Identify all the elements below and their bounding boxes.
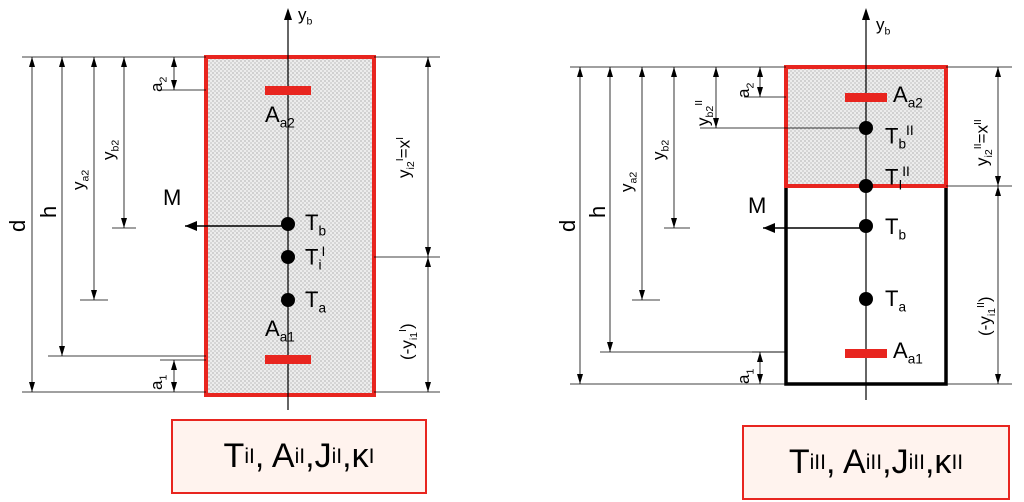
left-steel-bottom xyxy=(265,355,311,364)
right-label-aa1: Aa1 xyxy=(893,338,923,367)
left-point-tb xyxy=(281,217,295,231)
left-label-ti: TiI xyxy=(305,244,326,273)
left-steel-top xyxy=(265,86,311,95)
left-dim-h: h xyxy=(36,205,61,218)
left-dim-ya2: ya2 xyxy=(69,169,92,190)
left-label-tb: Tb xyxy=(305,210,327,239)
right-dim-yi2: yi2II=xII xyxy=(972,119,996,166)
right-steel-top xyxy=(845,93,887,102)
right-point-tb xyxy=(859,219,873,233)
right-dim-yi1: (-yi1II) xyxy=(975,296,999,336)
left-point-ti xyxy=(281,250,295,264)
right-dim-a1: a1 xyxy=(734,368,757,384)
left-dim-a2: a2 xyxy=(147,76,170,92)
left-label-ta: Ta xyxy=(305,287,327,316)
left-label-aa2: Aa2 xyxy=(265,102,295,131)
right-axis-arrow xyxy=(862,8,870,20)
left-dim-yb2: yb2 xyxy=(99,139,122,160)
left-dim-yi1: (-yi1I) xyxy=(397,323,421,360)
right-moment-label: M xyxy=(748,193,767,218)
left-dim-a1: a1 xyxy=(147,374,170,390)
right-dim-yb2II: yb2II xyxy=(693,99,717,126)
right-label-ta: Ta xyxy=(885,286,907,315)
right-dim-ya2: ya2 xyxy=(617,171,640,192)
right-label-tiII: TIII xyxy=(885,164,910,193)
right-dim-d: d xyxy=(555,219,580,232)
right-dim-h: h xyxy=(585,205,610,218)
right-point-ta xyxy=(859,292,873,306)
right-axis-label: yb xyxy=(876,15,891,38)
right-label-tbII: TbII xyxy=(885,123,914,152)
left-axis-label: yb xyxy=(298,5,313,28)
right-label-tb: Tb xyxy=(885,214,907,243)
left-label-aa1: Aa1 xyxy=(265,316,295,345)
left-axis-arrow xyxy=(284,8,292,20)
right-steel-bottom xyxy=(845,349,887,358)
left-dim-yi2: yi2I=xI xyxy=(394,136,418,178)
left-moment-label: M xyxy=(163,185,182,210)
right-point-tiII xyxy=(859,179,873,193)
right-dim-a2: a2 xyxy=(734,82,757,98)
right-dim-yb2: yb2 xyxy=(649,139,672,160)
right-section xyxy=(570,8,1012,400)
right-label-aa2: Aa2 xyxy=(893,82,923,111)
left-dim-d: d xyxy=(5,219,30,232)
left-point-ta xyxy=(281,293,295,307)
left-section xyxy=(22,8,440,410)
